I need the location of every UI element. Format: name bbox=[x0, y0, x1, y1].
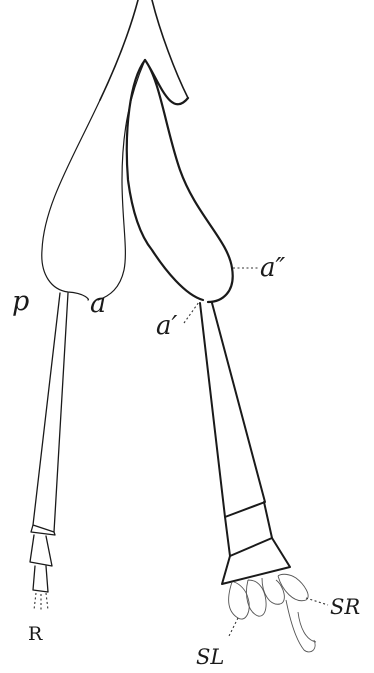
right-segment-1 bbox=[225, 502, 272, 556]
left-segment-2 bbox=[30, 535, 52, 566]
tip-lobe-right bbox=[278, 574, 308, 600]
label-SR: SR bbox=[330, 595, 360, 619]
right-sac-outer bbox=[145, 60, 233, 302]
leader-a-prime bbox=[184, 302, 199, 323]
right-stalk bbox=[200, 303, 265, 517]
label-a-double-prime: a″ bbox=[260, 253, 286, 283]
left-segment-3 bbox=[33, 566, 48, 592]
tip-filaments bbox=[286, 600, 316, 652]
left-stalk bbox=[33, 293, 68, 532]
left-sac bbox=[42, 60, 145, 300]
label-SL: SL bbox=[196, 645, 224, 669]
left-tip-dots bbox=[34, 593, 48, 610]
left-segment-1 bbox=[31, 525, 55, 535]
label-a: a bbox=[90, 288, 106, 319]
label-a-prime: a′ bbox=[156, 311, 178, 341]
tip-lobe-mid bbox=[246, 580, 266, 616]
stem-left-line bbox=[100, 0, 138, 100]
tip-lobe-left bbox=[229, 582, 250, 619]
label-p: p bbox=[12, 286, 29, 317]
leader-SR bbox=[306, 598, 328, 605]
leader-SL bbox=[228, 618, 238, 638]
label-R: R bbox=[28, 623, 43, 645]
tip-lobe-mid2 bbox=[262, 578, 284, 604]
